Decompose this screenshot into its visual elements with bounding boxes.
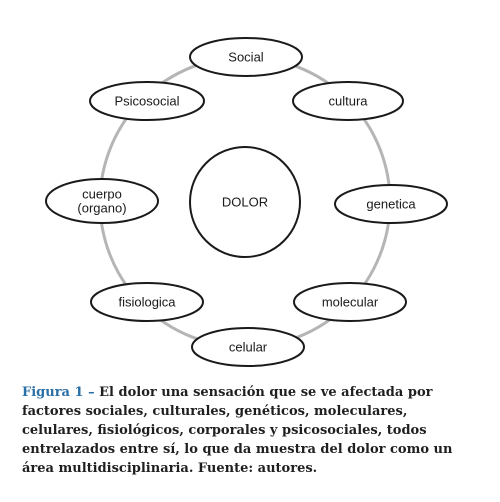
node-cuerpo-label: (organo) [77, 201, 126, 216]
center-label: DOLOR [222, 195, 268, 210]
node-psicosocial: Psicosocial [89, 81, 205, 121]
node-molecular-ellipse [293, 282, 407, 322]
center-circle [189, 146, 301, 258]
node-cultura-ellipse [292, 81, 404, 121]
node-molecular-label: molecular [322, 295, 379, 310]
node-genetica-label: genetica [366, 197, 416, 212]
pain-factors-diagram: DOLOR Social cultura genetica molecular celu… [45, 37, 448, 367]
node-fisiologica-ellipse [90, 282, 204, 322]
figure-caption: Figura 1 – El dolor una sensación que se… [22, 383, 482, 478]
node-cultura: cultura [292, 81, 404, 121]
node-fisiologica-label: fisiologica [118, 295, 176, 310]
node-psicosocial-label: Psicosocial [114, 94, 179, 109]
center-node: DOLOR [189, 146, 301, 258]
node-psicosocial-ellipse [89, 81, 205, 121]
outer-nodes: Social cultura genetica molecular celular fis… [45, 37, 448, 367]
node-cuerpo-label: cuerpo [82, 187, 122, 202]
node-cultura-label: cultura [328, 94, 368, 109]
node-genetica-ellipse [334, 184, 448, 224]
node-cuerpo-ellipse [45, 178, 159, 224]
node-social-label: Social [228, 50, 264, 65]
node-celular: celular [191, 327, 305, 367]
node-social: Social [189, 37, 303, 77]
node-molecular: molecular [293, 282, 407, 322]
node-celular-ellipse [191, 327, 305, 367]
figure-label: Figura 1 – [22, 385, 95, 400]
node-cuerpo: cuerpo(organo) [45, 178, 159, 224]
node-fisiologica: fisiologica [90, 282, 204, 322]
node-celular-label: celular [229, 340, 268, 355]
node-social-ellipse [189, 37, 303, 77]
node-genetica: genetica [334, 184, 448, 224]
caption-text: El dolor una sensación que se ve afectad… [22, 385, 453, 476]
